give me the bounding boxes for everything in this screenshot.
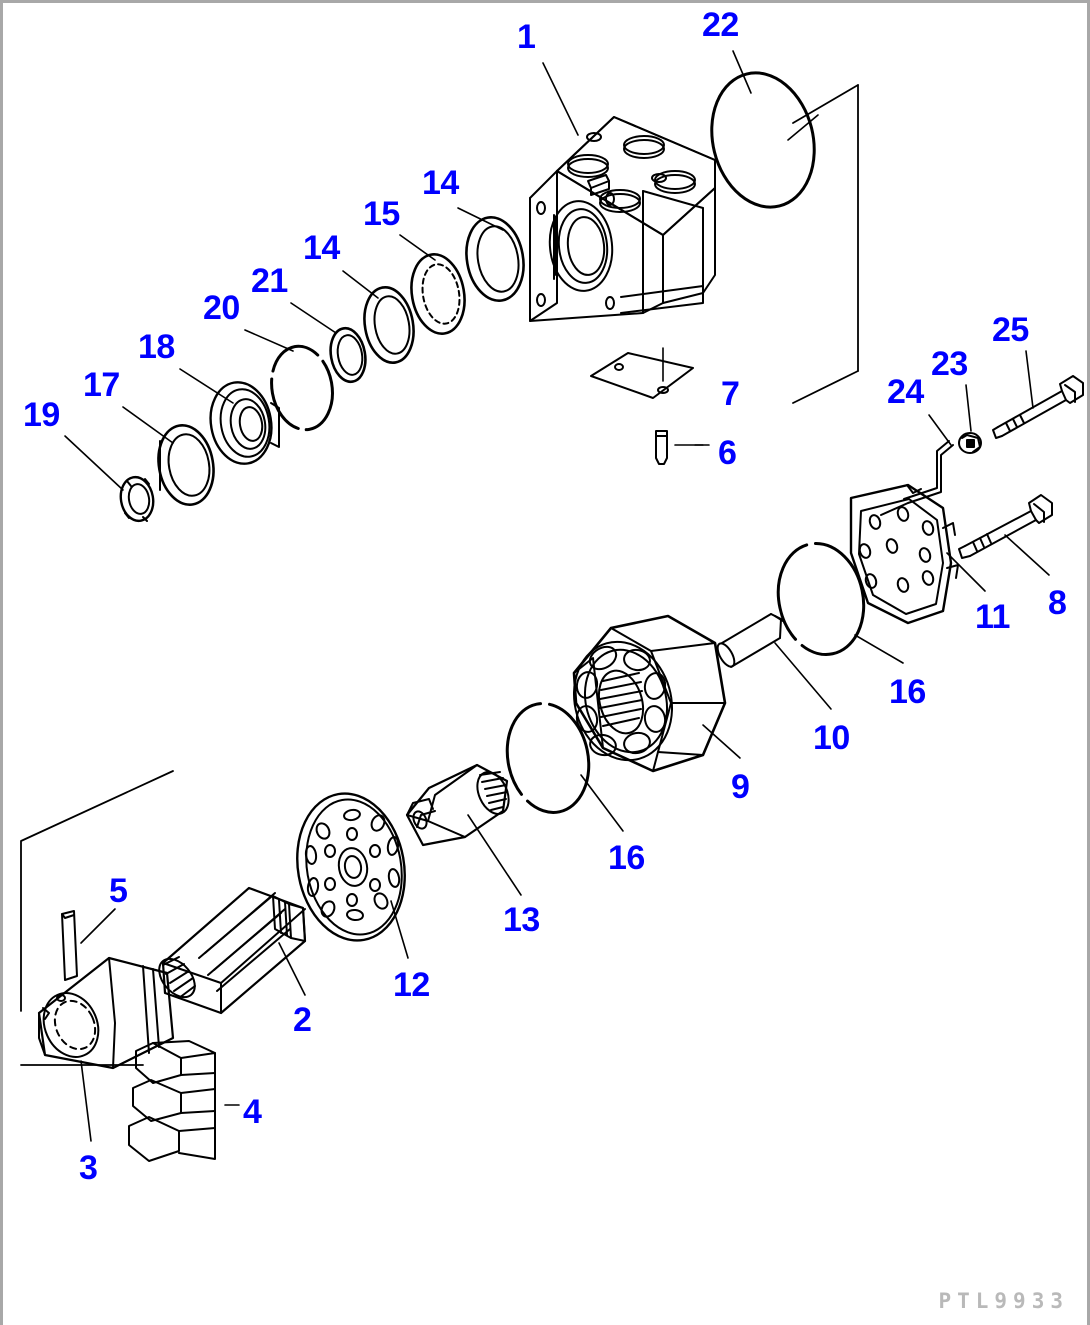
callout-21[interactable]: 21 (251, 262, 288, 300)
callout-18[interactable]: 18 (138, 328, 175, 366)
callout-22[interactable]: 22 (702, 6, 739, 44)
part-5-dowel-pin (61, 910, 78, 981)
part-14b-thrust-washer (465, 216, 525, 302)
callout-10[interactable]: 10 (813, 719, 850, 757)
technical-drawing-canvas (20, 50, 1084, 1162)
part-13-cardan-drive-link (405, 763, 510, 847)
leader-17 (122, 406, 174, 444)
leader-12 (390, 900, 409, 959)
background-wall-top-right (792, 84, 859, 404)
leader-8 (1004, 534, 1050, 576)
part-17-back-up-ring (157, 424, 215, 506)
leader-18 (179, 368, 234, 404)
part-3-end-cap-sleeve (37, 956, 175, 1070)
part-15-thrust-bearing (410, 253, 466, 335)
callout-20[interactable]: 20 (203, 289, 240, 327)
leader-11 (946, 552, 986, 592)
part-22-gasket-ring (710, 71, 816, 209)
part-20-quad-ring-seal (270, 344, 334, 432)
part-19-retaining-ring (119, 475, 155, 523)
leader-23 (965, 384, 972, 432)
part-16b-o-ring (776, 542, 866, 656)
leader-19 (64, 435, 124, 491)
part-8-long-bolt (958, 494, 1053, 559)
part-16a-o-ring (505, 702, 591, 814)
callout-13[interactable]: 13 (503, 901, 540, 939)
leader-2 (278, 942, 306, 996)
part-23-check-ball (958, 432, 982, 454)
callout-12[interactable]: 12 (393, 966, 430, 1004)
part-11-end-cover-plate (849, 483, 959, 625)
callout-8[interactable]: 8 (1048, 584, 1067, 622)
part-7-cover-plate (590, 352, 694, 399)
callout-6[interactable]: 6 (718, 434, 737, 472)
callout-15[interactable]: 15 (363, 195, 400, 233)
leader-1 (542, 62, 579, 136)
callout-14a[interactable]: 14 (303, 229, 340, 267)
callout-7[interactable]: 7 (721, 375, 740, 413)
part-2-splined-drive-shaft (158, 886, 307, 1015)
callout-5[interactable]: 5 (109, 872, 128, 910)
part-9-gerotor-set (572, 614, 727, 773)
leader-14b (457, 207, 504, 231)
callout-16b[interactable]: 16 (889, 673, 926, 711)
leader-5 (80, 908, 116, 944)
leader-3 (80, 1060, 92, 1142)
callout-11[interactable]: 11 (975, 598, 1010, 636)
callout-4[interactable]: 4 (243, 1093, 262, 1131)
leader-25 (1025, 350, 1034, 409)
leader-20 (244, 329, 294, 352)
part-10-drive-pin (716, 613, 784, 668)
leader-22 (732, 50, 752, 94)
callout-25[interactable]: 25 (992, 311, 1029, 349)
callout-9[interactable]: 9 (731, 768, 750, 806)
part-21-o-ring (329, 326, 367, 384)
callout-23[interactable]: 23 (931, 345, 968, 383)
callout-1[interactable]: 1 (517, 18, 536, 56)
leader-16a (580, 774, 624, 832)
leader-14a (342, 270, 379, 299)
part-14a-thrust-washer (363, 286, 415, 364)
callout-16a[interactable]: 16 (608, 839, 645, 877)
callout-19[interactable]: 19 (23, 396, 60, 434)
part-18-dust-seal (209, 381, 280, 465)
callout-14b[interactable]: 14 (422, 164, 459, 202)
part-12-port-plate-disc (296, 792, 406, 942)
part-24-check-valve-passage (880, 440, 954, 516)
leader-24 (928, 414, 952, 446)
callout-2[interactable]: 2 (293, 1001, 312, 1039)
leader-15 (399, 234, 436, 261)
part-25-short-bolt (992, 375, 1084, 439)
part-1-valve-housing (529, 116, 716, 322)
drawing-watermark: PTL9933 (938, 1289, 1069, 1313)
leader-10 (774, 642, 832, 710)
callout-17[interactable]: 17 (83, 366, 120, 404)
part-4-bracket-fork (128, 1040, 216, 1162)
callout-24[interactable]: 24 (887, 373, 924, 411)
leader-16b (854, 634, 904, 664)
leader-13 (467, 814, 522, 896)
callout-3[interactable]: 3 (79, 1149, 98, 1187)
part-6-screw (655, 430, 668, 465)
leader-21 (290, 302, 337, 334)
leader-22-tail (787, 114, 819, 141)
leader-lines (64, 50, 1050, 1142)
